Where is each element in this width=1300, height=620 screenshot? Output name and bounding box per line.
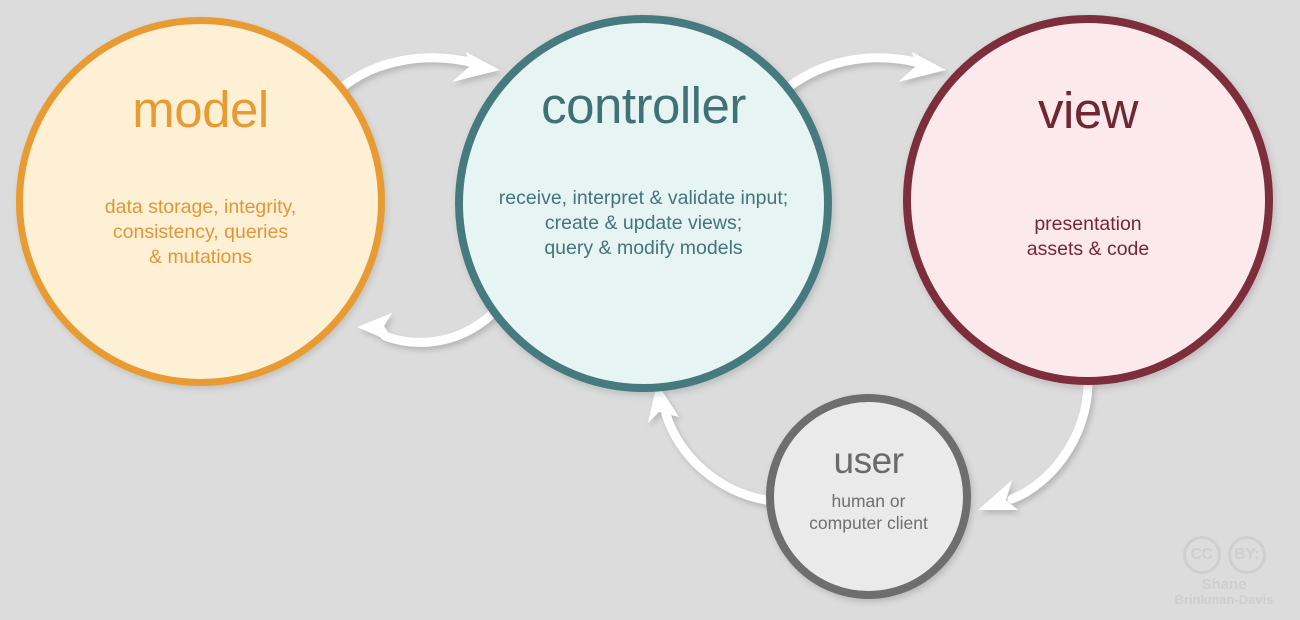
arrow-controller-to-model: [357, 309, 497, 347]
cc-license-badges: CC BY:: [1162, 535, 1286, 574]
author-first-name: Shane: [1201, 575, 1247, 593]
arrow-user-to-controller: [648, 383, 771, 505]
node-controller-title: controller: [541, 77, 746, 134]
attribution-block: CC BY: Shane Brinkman-Davis: [1162, 535, 1286, 608]
node-user-title: user: [833, 440, 904, 481]
arrow-controller-to-view: [785, 52, 946, 91]
arrow-model-to-controller: [339, 52, 500, 91]
creative-commons-icon: CC: [1182, 535, 1221, 574]
node-model-description: data storage, integrity, consistency, qu…: [104, 196, 297, 268]
arrow-view-to-user: [978, 380, 1093, 510]
author-credit: Shane Brinkman-Davis: [1162, 575, 1286, 608]
node-view-description: presentation assets & code: [1026, 213, 1150, 260]
node-controller-description: receive, interpret & validate input; cre…: [498, 187, 789, 259]
author-last-name: Brinkman-Davis: [1174, 592, 1274, 608]
node-user-description: human or computer client: [809, 491, 928, 534]
node-view[interactable]: view presentation assets & code: [903, 15, 1273, 385]
node-view-title: view: [1037, 82, 1139, 139]
node-model-title: model: [132, 81, 269, 138]
node-user[interactable]: user human or computer client: [766, 394, 971, 599]
node-model[interactable]: model data storage, integrity, consisten…: [16, 17, 385, 386]
attribution-by-icon: BY:: [1227, 535, 1266, 574]
node-controller[interactable]: controller receive, interpret & validate…: [455, 15, 832, 392]
